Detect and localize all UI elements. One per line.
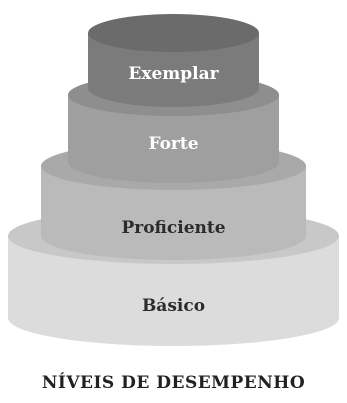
tier-exemplar-body	[88, 33, 259, 107]
tier-forte-label: Forte	[148, 134, 198, 154]
tier-basico-label: Básico	[142, 296, 205, 316]
diagram-caption: NÍVEIS DE DESEMPENHO	[42, 372, 305, 393]
tier-exemplar: Exemplar	[88, 14, 259, 107]
tier-exemplar-top	[88, 14, 259, 52]
tier-basico-body	[8, 236, 339, 346]
tier-proficiente-label: Proficiente	[121, 218, 225, 238]
tier-forte-body	[68, 95, 279, 183]
tier-proficiente-body	[41, 166, 306, 260]
tier-exemplar-label: Exemplar	[128, 64, 219, 84]
